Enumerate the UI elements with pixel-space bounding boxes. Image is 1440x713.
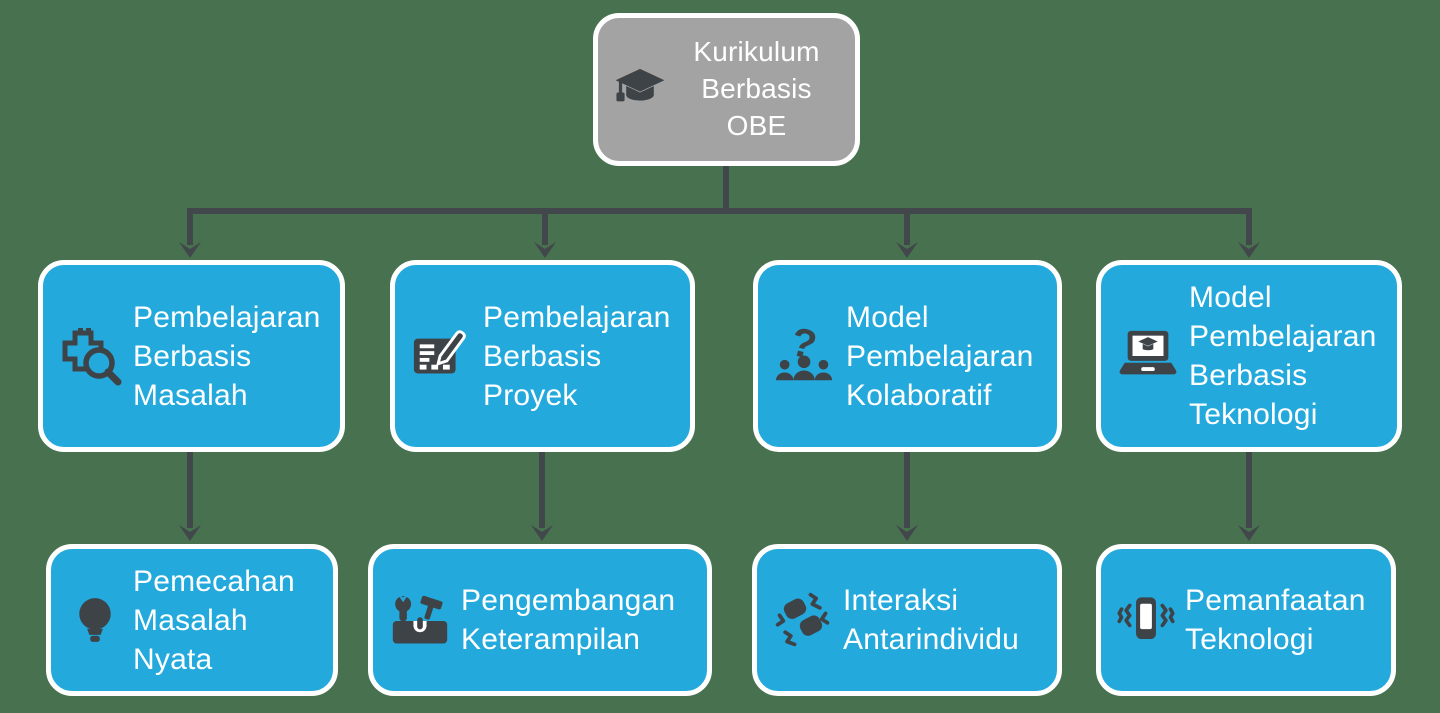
node-pembelajaran-berbasis-proyek: Pembelajaran Berbasis Proyek <box>390 260 695 452</box>
node-kurikulum-berbasis-obe: Kurikulum Berbasis OBE <box>593 13 860 166</box>
vibrating-phone-icon <box>1117 591 1175 649</box>
node-pengembangan-keterampilan: Pengembangan Keterampilan <box>368 544 712 696</box>
node-label: Model Pembelajaran Berbasis Teknologi <box>1189 281 1377 431</box>
node-model-pembelajaran-berbasis-teknologi: Model Pembelajaran Berbasis Teknologi <box>1096 260 1402 452</box>
puzzle-magnifier-icon <box>59 324 123 388</box>
group-question-icon: ? <box>774 325 836 387</box>
node-pemecahan-masalah-nyata: Pemecahan Masalah Nyata <box>46 544 338 696</box>
node-interaksi-antarindividu: Interaksi Antarindividu <box>752 544 1062 696</box>
graduation-cap-icon <box>614 64 666 116</box>
node-label: Kurikulum Berbasis OBE <box>693 36 820 141</box>
interaction-shapes-icon <box>773 590 833 650</box>
node-label: Pembelajaran Berbasis Proyek <box>483 300 671 412</box>
node-label: Pemanfaatan Teknologi <box>1185 584 1366 656</box>
node-label: Pemecahan Masalah Nyata <box>133 564 295 676</box>
node-label: Pembelajaran Berbasis Masalah <box>133 300 321 412</box>
node-pembelajaran-berbasis-masalah: Pembelajaran Berbasis Masalah <box>38 260 345 452</box>
node-label: Pengembangan Keterampilan <box>461 584 676 656</box>
toolbox-icon <box>389 590 451 650</box>
node-pemanfaatan-teknologi: Pemanfaatan Teknologi <box>1096 544 1396 696</box>
node-model-pembelajaran-kolaboratif: ? Model Pembelajaran Kolaboratif <box>753 260 1062 452</box>
lightbulb-icon <box>67 590 123 650</box>
node-label: Model Pembelajaran Kolaboratif <box>846 300 1034 412</box>
laptop-graduation-icon <box>1117 325 1179 387</box>
node-label: Interaksi Antarindividu <box>843 584 1020 656</box>
document-pencil-icon <box>411 325 473 387</box>
